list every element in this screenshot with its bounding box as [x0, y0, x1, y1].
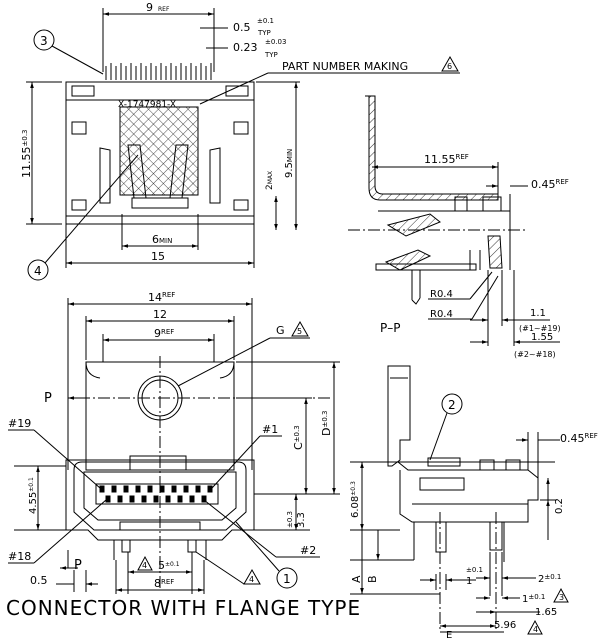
- callout-5-triangle: [291, 320, 309, 337]
- callout-6-label: 6: [447, 62, 452, 71]
- balloon-2-label: 2: [448, 398, 456, 412]
- pin-18-label: #18: [8, 550, 31, 563]
- top-tol-0-1: ±0.1: [257, 17, 274, 25]
- side-dim-1-b: 1±0.1: [522, 593, 545, 605]
- side-dim-0-2: 0.2: [554, 498, 565, 514]
- balloon-2: [441, 393, 463, 415]
- side-dim-1-65: 1.65: [535, 607, 557, 618]
- section-mark-p-bottom: P: [74, 558, 82, 573]
- section-mark-p-top: P: [44, 391, 52, 406]
- side-dim-0-45: 0.45REF: [560, 432, 598, 445]
- front-g-label: G: [276, 324, 285, 337]
- front-dim-4-55: 4.55±0.1: [28, 477, 39, 514]
- front-dim-14: 14REF: [148, 291, 175, 304]
- section-pp-label: P–P: [380, 321, 400, 335]
- front-dim-0-5: 0.5: [30, 574, 48, 587]
- top-dim-11-55: 11.55±0.3: [20, 130, 33, 179]
- pp-pins-2-18: (#2~#18): [514, 350, 556, 359]
- top-dim-9: 9: [146, 1, 153, 14]
- front-c-label: C±0.3: [292, 425, 305, 450]
- top-typ-1: TYP: [257, 29, 271, 37]
- side-b-label: B: [366, 575, 379, 583]
- top-dim-9-ref: REF: [158, 6, 170, 13]
- side-dim-5-96: 5.96: [494, 620, 516, 631]
- pin-2-label: #2: [300, 544, 316, 557]
- front-dim-5: 5±0.1: [158, 559, 180, 572]
- front-tol-3-3: ±0.3: [286, 511, 294, 528]
- side-callout-4-triangle: [527, 619, 543, 635]
- top-dim-15: 15: [151, 250, 165, 263]
- pp-dim-1-55: 1.55: [531, 332, 553, 343]
- part-number-text: X-1747981-X: [118, 100, 176, 110]
- side-dim-1-a: 1: [466, 576, 472, 587]
- balloon-4-label: 4: [34, 264, 42, 278]
- front-callout-4b-triangle: [243, 568, 261, 585]
- top-typ-2: TYP: [264, 51, 278, 59]
- front-callout-4b-label: 4: [249, 575, 254, 584]
- balloon-1-label: 1: [283, 572, 291, 586]
- top-pins: [105, 63, 212, 80]
- drawing-title: CONNECTOR WITH FLANGE TYPE: [6, 596, 362, 620]
- side-view: 2 0.45REF 6.08±0.3 0.2 A B 1 ±0.1: [350, 365, 598, 638]
- balloon-4: [27, 259, 49, 281]
- top-dim-9-5: 9.5MIN: [284, 149, 295, 178]
- front-dim-12: 12: [153, 308, 167, 321]
- section-pp-view: 11.55REF 0.45REF R0.4 R0.4 1.1 (#1~#19) …: [348, 95, 569, 359]
- top-tol-0-03: ±0.03: [265, 38, 286, 46]
- callout-6-triangle: [441, 55, 459, 72]
- front-callout-4-label: 4: [142, 561, 147, 570]
- side-tol-1-a: ±0.1: [466, 566, 483, 574]
- front-dim-8: 8REF: [154, 577, 174, 590]
- pp-pins-1-19: (#1~#19): [519, 324, 561, 333]
- side-callout-3-label: 3: [559, 593, 564, 602]
- pin-19-label: #19: [8, 417, 31, 430]
- front-dim-9: 9REF: [154, 327, 174, 340]
- front-view: 14REF 12 9REF G 5 P: [8, 291, 340, 594]
- top-dim-0-23: 0.23: [233, 41, 258, 54]
- side-e-label: E: [446, 630, 452, 638]
- pp-dim-1-1: 1.1: [530, 308, 546, 319]
- front-dim-3-3: 3.3: [296, 512, 307, 528]
- front-d-label: D±0.3: [320, 411, 333, 436]
- pp-dim-11-55: 11.55REF: [424, 153, 469, 166]
- pp-r04-a: R0.4: [430, 289, 453, 300]
- front-callout-4-triangle: [137, 555, 153, 571]
- pp-dim-0-45: 0.45REF: [531, 178, 569, 191]
- top-dim-6-min: 6MIN: [152, 233, 172, 246]
- part-marking-label: PART NUMBER MAKING: [282, 60, 408, 73]
- pin-1-label: #1: [262, 423, 278, 436]
- contact-row: [95, 483, 219, 505]
- side-dim-6-08: 6.08±0.3: [350, 481, 361, 518]
- side-callout-3-triangle: [553, 587, 569, 603]
- side-a-label: A: [350, 575, 363, 583]
- side-dim-2: 2±0.1: [538, 573, 561, 585]
- top-dim-2-max: 2MAX: [265, 171, 275, 190]
- side-callout-4-label: 4: [533, 625, 538, 634]
- pp-r04-b: R0.4: [430, 309, 453, 320]
- top-view: 9 REF 0.5 ±0.1 TYP 0.23 ±0.03 TYP X-174: [20, 1, 460, 281]
- balloon-3-label: 3: [40, 34, 48, 48]
- callout-5-label: 5: [297, 327, 302, 336]
- balloon-1: [276, 567, 298, 589]
- part-marking-window: [119, 106, 199, 196]
- balloon-3: [33, 29, 55, 51]
- top-dim-0-5: 0.5: [233, 21, 251, 34]
